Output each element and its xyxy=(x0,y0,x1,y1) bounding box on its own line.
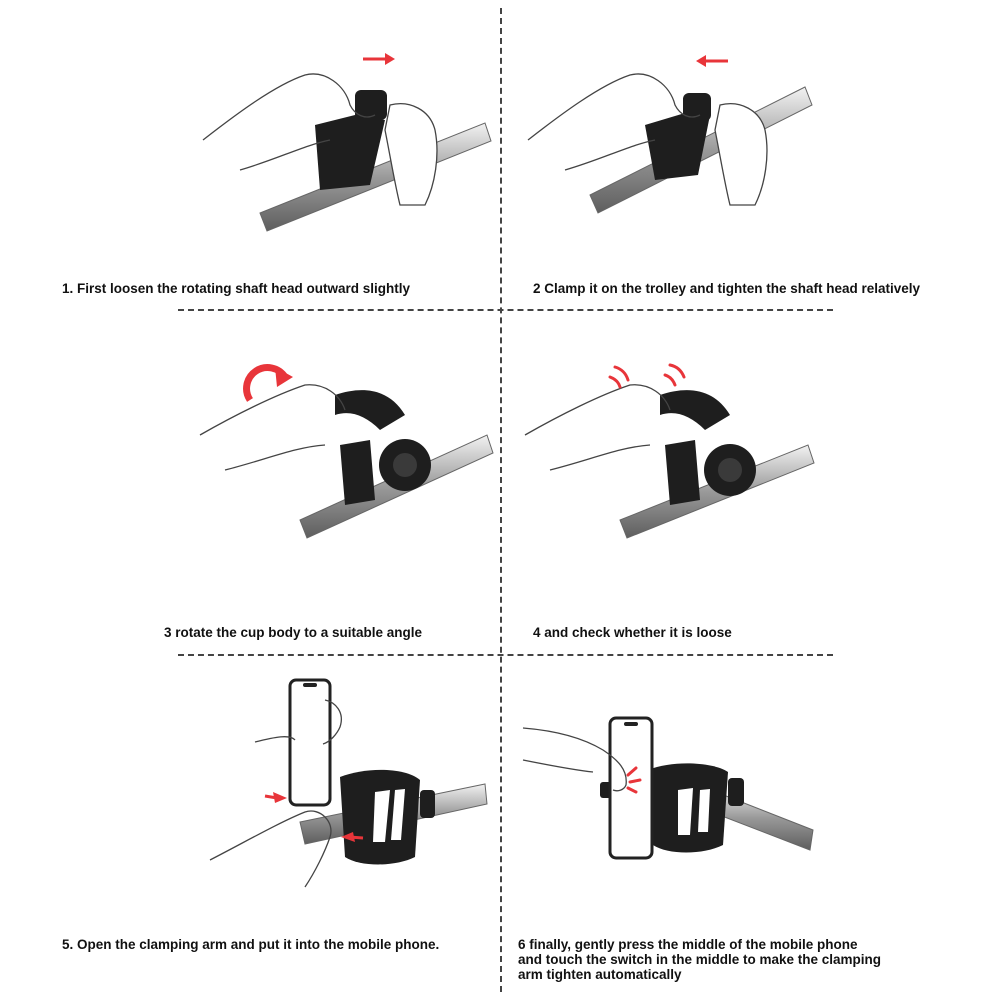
step-5-caption: 5. Open the clamping arm and put it into… xyxy=(62,937,440,952)
vertical-divider xyxy=(500,8,502,992)
step-2-illustration xyxy=(520,45,820,245)
mobile-phone xyxy=(288,678,332,807)
step-1-caption: 1. First loosen the rotating shaft head … xyxy=(62,281,411,296)
arrow-right-icon xyxy=(363,53,395,65)
step-6-caption-line-1: 6 finally, gently press the middle of th… xyxy=(518,937,858,952)
step-6-caption-line-2: and touch the switch in the middle to ma… xyxy=(518,952,882,967)
shake-icon xyxy=(608,363,686,389)
right-hand xyxy=(714,103,768,206)
step-6-caption-line-3: arm tighten automatically xyxy=(518,967,682,982)
arrow-inward-icon xyxy=(264,792,364,842)
left-hand xyxy=(524,384,671,471)
step-6-caption: 6 finally, gently press the middle of th… xyxy=(518,937,958,982)
shaft-knob xyxy=(393,453,417,477)
cup-holder xyxy=(645,93,711,180)
shaft-knob xyxy=(718,458,742,482)
hand-opening-arm xyxy=(209,810,332,888)
step-4-illustration xyxy=(520,355,820,555)
pressing-hand xyxy=(522,727,627,792)
rotate-clockwise-icon xyxy=(243,364,293,402)
step-3-illustration xyxy=(195,355,495,555)
press-icon xyxy=(626,766,642,794)
step-2-caption: 2 Clamp it on the trolley and tighten th… xyxy=(533,281,921,296)
right-hand xyxy=(384,103,438,206)
step-3-caption: 3 rotate the cup body to a suitable angl… xyxy=(164,625,423,640)
step-1-illustration xyxy=(195,45,495,245)
left-hand xyxy=(199,384,346,471)
horizontal-divider-2 xyxy=(178,654,833,656)
left-hand xyxy=(527,73,701,171)
step-4-caption: 4 and check whether it is loose xyxy=(533,625,732,640)
arrow-left-icon xyxy=(696,55,728,67)
step-6-illustration xyxy=(518,710,818,870)
step-5-illustration xyxy=(205,672,495,902)
cup-holder xyxy=(600,763,744,853)
hand-holding-phone xyxy=(254,699,342,745)
horizontal-divider-1 xyxy=(178,309,833,311)
left-hand xyxy=(202,73,376,171)
cup-holder xyxy=(315,90,387,190)
